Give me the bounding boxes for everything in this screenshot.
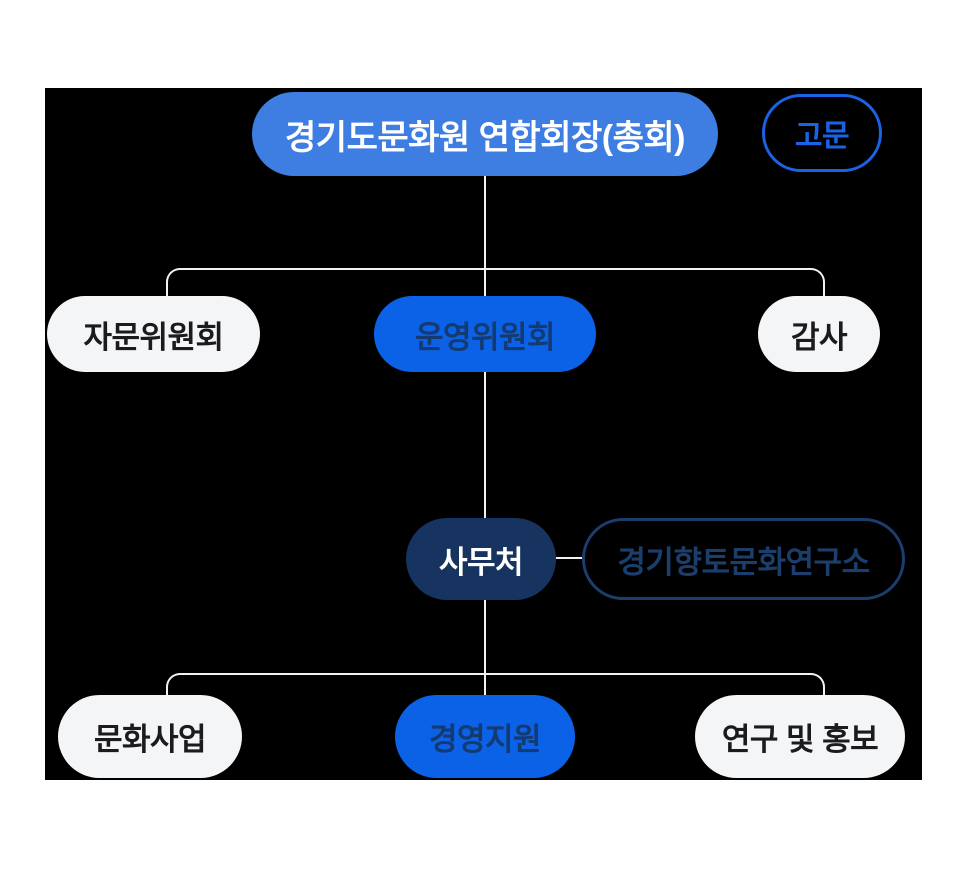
node-steering-committee: 운영위원회 <box>374 296 596 372</box>
node-culture-business: 문화사업 <box>58 695 242 778</box>
node-research-institute: 경기향토문화연구소 <box>582 518 905 600</box>
connector-steering-secretariat <box>484 372 486 518</box>
node-auditor: 감사 <box>758 296 880 372</box>
node-advisory-committee: 자문위원회 <box>47 296 260 372</box>
connector-bracket-level2 <box>166 268 825 296</box>
node-research-pr: 연구 및 홍보 <box>695 695 905 778</box>
node-advisor: 고문 <box>762 94 882 172</box>
node-president: 경기도문화원 연합회장(총회) <box>252 92 718 176</box>
node-management-support: 경영지원 <box>395 695 575 778</box>
connector-secretariat-down <box>484 600 486 695</box>
node-secretariat: 사무처 <box>406 518 556 600</box>
diagram-background <box>45 88 922 780</box>
connector-president-down <box>484 176 486 296</box>
connector-secretariat-institute <box>556 557 584 559</box>
connector-bracket-level4 <box>166 673 825 695</box>
